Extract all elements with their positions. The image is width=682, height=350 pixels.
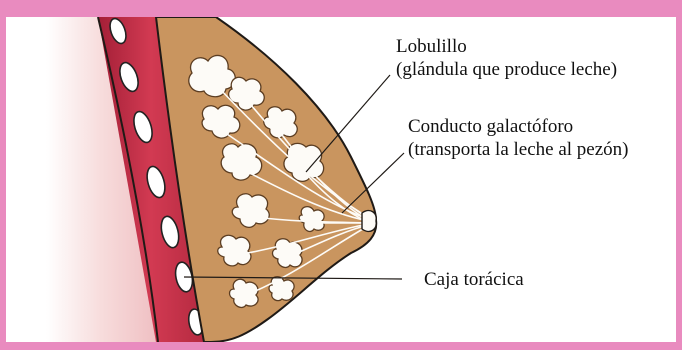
- duct-label-line1: Conducto galactóforo: [408, 115, 629, 138]
- lobule: [269, 277, 294, 301]
- duct-label: Conducto galactóforo (transporta la lech…: [408, 115, 629, 161]
- diagram-panel: Lobulillo (glándula que produce leche) C…: [6, 17, 676, 342]
- lobule-label-line1: Lobulillo: [396, 35, 617, 58]
- duct-label-line2: (transporta la leche al pezón): [408, 138, 629, 161]
- lobule: [230, 279, 259, 307]
- ribcage-label: Caja torácica: [424, 268, 524, 291]
- nipple: [362, 211, 376, 232]
- lobule-label-line2: (glándula que produce leche): [396, 58, 617, 81]
- lobule-label: Lobulillo (glándula que produce leche): [396, 35, 617, 81]
